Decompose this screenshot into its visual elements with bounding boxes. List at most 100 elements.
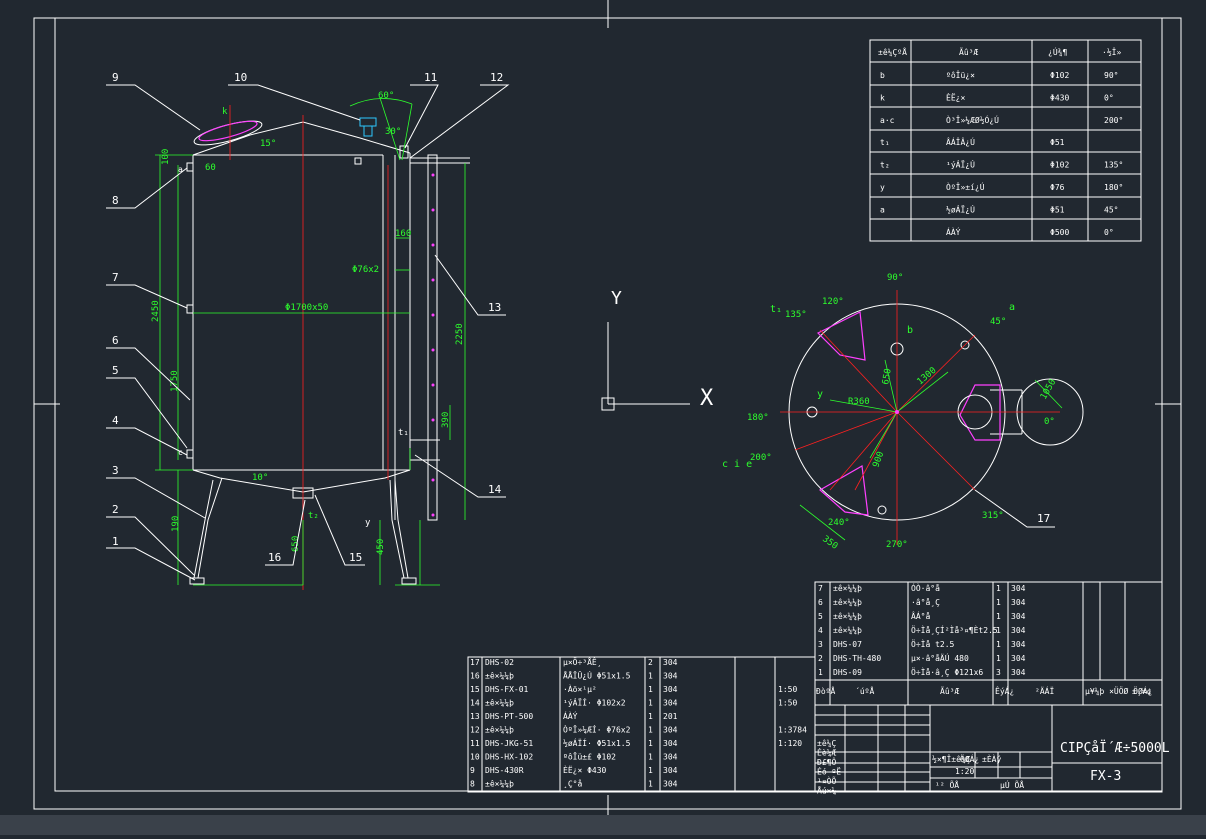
balloon-8: 8: [112, 194, 119, 207]
part-left-cell: 1: [648, 739, 653, 748]
part-left-cell: 1: [648, 766, 653, 775]
part-right-cell: ÂÁ°å: [911, 610, 930, 621]
angle-200: 200°: [750, 453, 772, 463]
angle-135: 135°: [785, 310, 807, 320]
dim-13: 450: [376, 539, 386, 555]
part-left-cell: ±ê×¼¼þ: [485, 779, 514, 789]
part-left-cell: 304: [663, 685, 678, 694]
plan-label-a: a: [1009, 302, 1015, 313]
level-dots: [431, 173, 435, 517]
balloon-12: 12: [490, 71, 503, 84]
nozzle-cell: 0°: [1104, 93, 1114, 102]
part-left-cell: 1:50: [778, 699, 797, 708]
title-row-label: Éó ºË: [817, 766, 841, 777]
dim-5: Φ1700x50: [285, 303, 328, 313]
balloon-3: 3: [112, 464, 119, 477]
part-left-cell: 11: [470, 739, 480, 748]
part-right-cell: Ö÷Ìå¸ÇÍ²Ìå³¤¶Èt2.5: [911, 624, 998, 635]
part-left-cell: DHS-02: [485, 658, 514, 667]
parts-header-4: ²ÄÁÏ: [1035, 685, 1054, 696]
part-right-cell: 6: [818, 598, 823, 607]
part-left-cell: 17: [470, 658, 480, 667]
plan-label-b: b: [907, 325, 913, 336]
part-left-cell: ±ê×¼¼þ: [485, 725, 514, 735]
label-a: a: [178, 165, 183, 174]
part-right-cell: 304: [1011, 640, 1026, 649]
part-right-cell: ±ê×¼¼þ: [833, 611, 862, 621]
plan-view: [780, 290, 1084, 545]
part-left-cell: 9: [470, 766, 475, 775]
balloon-4: 4: [112, 414, 119, 427]
dim-6: Φ76x2: [352, 265, 379, 275]
title-mid-1: ÖØÁ¿: [960, 753, 979, 764]
plan-dim-r360: R360: [848, 397, 870, 407]
nozzle-cell: ÁÀÝ: [946, 226, 961, 237]
dim-7: 160: [395, 229, 411, 239]
plan-angles: 90° 120° 135° 45° 180° 0° 200° 240° 270°…: [722, 273, 1058, 552]
angle-45: 45°: [990, 317, 1006, 327]
part-right-cell: ±ê×¼¼þ: [833, 583, 862, 593]
part-left-cell: 14: [470, 699, 480, 708]
balloon-7: 7: [112, 271, 119, 284]
part-left-cell: 10: [470, 753, 480, 762]
balloon-16: 16: [268, 551, 281, 564]
part-left-cell: 12: [470, 726, 480, 735]
part-left-cell: 304: [663, 699, 678, 708]
nozzle-header-2: ¿Ú¾¶: [1048, 46, 1067, 57]
nozzle-cell: ºôÎü¿×: [946, 69, 975, 80]
nozzle-cell: Φ76: [1050, 183, 1065, 192]
plan-dim-900: 900: [871, 450, 886, 469]
nozzle-cell: Ò³Î»¼ÆØ½Ó¿Ú: [946, 114, 999, 125]
balloon-6: 6: [112, 334, 119, 347]
ucs-axis: Y X: [601, 288, 714, 411]
label-c: c: [178, 448, 183, 457]
dim-10: 10°: [252, 473, 268, 483]
front-dims: 100 2450 1750 60 2250 Φ1700x50 Φ76x2 160…: [151, 91, 465, 555]
balloon-17: 17: [1037, 512, 1050, 525]
parts-header-1: ´úºÅ: [855, 685, 874, 696]
part-right-cell: 7: [818, 584, 823, 593]
balloon-leaders: [106, 84, 1055, 581]
part-right-cell: 1: [996, 598, 1001, 607]
part-left-cell: 13: [470, 712, 480, 721]
part-left-cell: 304: [663, 726, 678, 735]
part-left-cell: ÅÅÎÛ¿Ú Φ51x1.5: [563, 670, 631, 681]
title-row-label: ¹¤ÒÕ: [817, 775, 836, 786]
nozzle-cell: t₁: [880, 138, 890, 147]
angle-270: 270°: [886, 540, 908, 550]
part-left-cell: DHS-JKG-51: [485, 739, 533, 748]
part-left-cell: ºôÎü±£ Φ102: [563, 751, 616, 762]
balloon-9: 9: [112, 71, 119, 84]
part-right-cell: 1: [996, 584, 1001, 593]
nozzle-cell: 0°: [1104, 228, 1114, 237]
nozzle-cell: ÒºÎ»±í¿Ú: [946, 181, 985, 192]
nozzle-cell: k: [880, 93, 885, 102]
title-block: [814, 704, 1163, 793]
nozzle-cell: Φ430: [1050, 93, 1069, 102]
part-right-cell: 304: [1011, 612, 1026, 621]
balloon-2: 2: [112, 503, 119, 516]
label-y: y: [365, 518, 371, 528]
plan-label-t1: t₁: [770, 304, 782, 315]
part-left-cell: 201: [663, 712, 678, 721]
balloon-5: 5: [112, 364, 119, 377]
balloon-10: 10: [234, 71, 247, 84]
part-right-cell: 1: [996, 640, 1001, 649]
plan-label-cie: c i e: [722, 459, 752, 470]
part-left-cell: ½øÁÏÍ· Φ51x1.5: [563, 737, 631, 748]
title-mid-2: ±ÈÀý: [982, 753, 1001, 764]
dim-1: 2450: [151, 300, 161, 322]
balloon-1: 1: [112, 535, 119, 548]
drawing-code: FX-3: [1090, 769, 1121, 784]
nozzle-cell: Φ500: [1050, 228, 1069, 237]
part-right-cell: 5: [818, 612, 823, 621]
part-right-cell: 4: [818, 626, 823, 635]
part-left-cell: 1: [648, 685, 653, 694]
nozzle-cell: Φ51: [1050, 138, 1065, 147]
part-right-cell: µ×·â°åÄÚ 480: [911, 652, 969, 663]
part-left-cell: ÈË¿× Φ430: [563, 764, 607, 775]
